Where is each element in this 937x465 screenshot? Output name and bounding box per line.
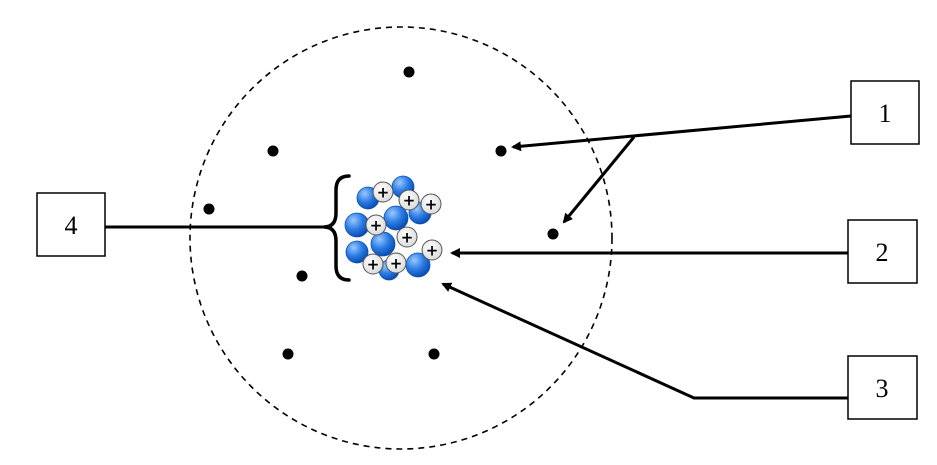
leader-line-1-branch: [562, 136, 636, 224]
proton-plus-icon: +: [421, 239, 443, 261]
electron-dot-icon: [495, 145, 507, 157]
label-4-text: 4: [65, 211, 78, 240]
label-box-1: 1: [850, 80, 920, 145]
nucleus: + + + + + + + +: [344, 175, 443, 281]
svg-text:+: +: [370, 217, 383, 235]
svg-text:+: +: [426, 242, 439, 260]
electron-cloud-boundary: [189, 26, 613, 450]
proton-plus-icon: +: [362, 253, 384, 275]
label-2-text: 2: [876, 238, 889, 267]
electron-dot-icon: [296, 270, 308, 282]
svg-text:+: +: [425, 196, 438, 214]
electron-dot-icon: [267, 145, 279, 157]
label-box-3: 3: [847, 355, 918, 420]
leader-line-1-main: [511, 114, 852, 152]
electron-dot-icon: [203, 203, 215, 215]
electron-dot-icon: [428, 348, 440, 360]
svg-text:+: +: [403, 192, 416, 210]
svg-text:+: +: [377, 184, 390, 202]
svg-text:+: +: [401, 229, 414, 247]
proton-plus-icon: +: [365, 214, 387, 236]
svg-text:+: +: [390, 255, 403, 273]
neutron-ball-icon: [345, 240, 369, 264]
proton-plus-icon: +: [372, 181, 394, 203]
proton-plus-icon: +: [396, 226, 418, 248]
label-box-2: 2: [847, 219, 918, 284]
label-box-4: 4: [36, 192, 106, 257]
electron-dot-icon: [282, 348, 294, 360]
proton-plus-icon: +: [385, 252, 407, 274]
electrons: [203, 66, 559, 360]
electron-dot-icon: [547, 228, 559, 240]
neutron-ball-icon: [344, 212, 370, 238]
electron-dot-icon: [403, 66, 415, 78]
proton-plus-icon: +: [398, 189, 420, 211]
neutron-ball-icon: [383, 205, 409, 231]
svg-text:+: +: [367, 256, 380, 274]
label-3-text: 3: [876, 374, 889, 403]
neutron-ball-icon: [370, 231, 396, 257]
label-1-text: 1: [879, 99, 892, 128]
leader-line-3: [441, 282, 848, 400]
proton-plus-icon: +: [420, 193, 442, 215]
